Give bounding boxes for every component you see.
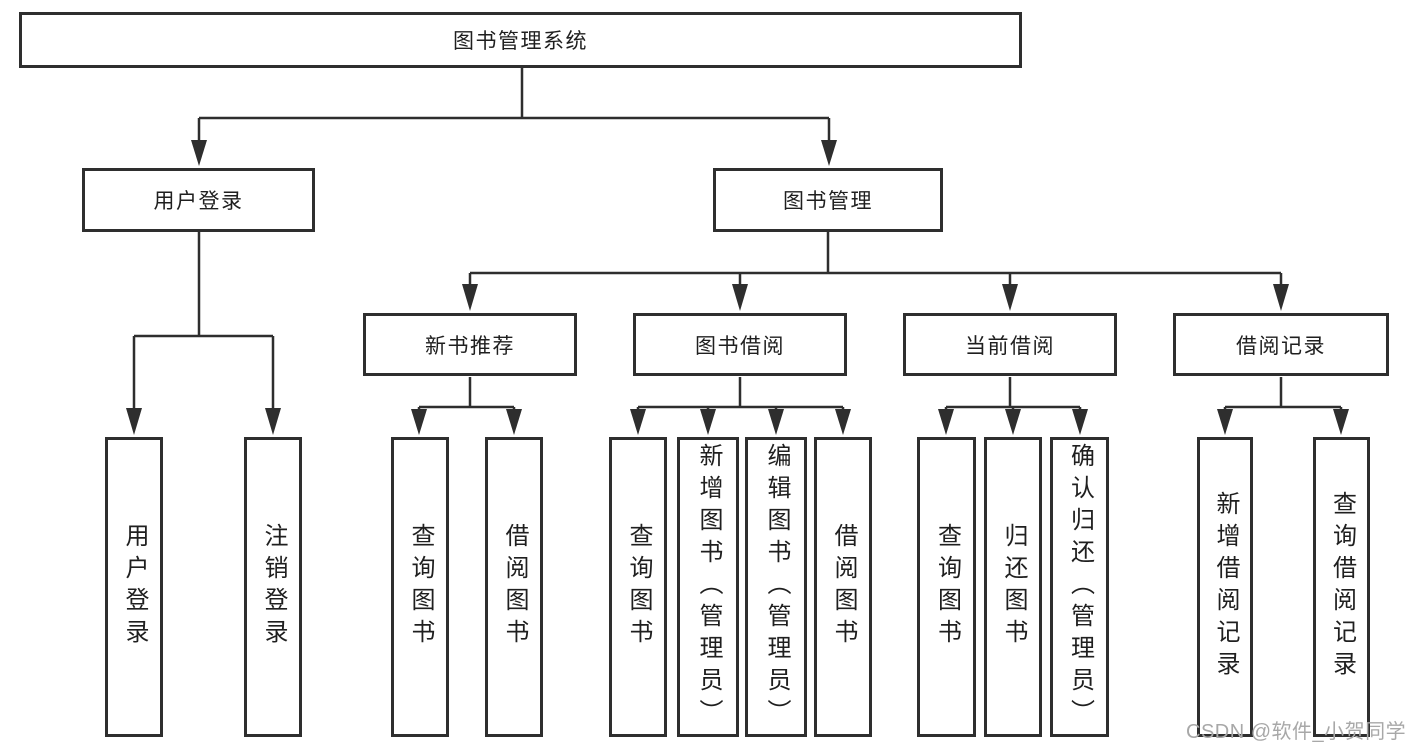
leaf-query-borrow-record: 查询借阅记录 xyxy=(1313,437,1370,737)
module-borrowing-records: 借阅记录 xyxy=(1173,313,1389,376)
leaf-edit-book-admin: 编辑图书（管理员） xyxy=(745,437,807,737)
leaf-add-borrow-record: 新增借阅记录 xyxy=(1197,437,1253,737)
csdn-watermark: CSDN @软件_小贺同学 xyxy=(1186,721,1405,743)
connector-new-book-recommendation-to-leaves xyxy=(411,377,522,435)
connector-book-management-to-modules xyxy=(462,232,1289,311)
leaf-borrow-books-recommend: 借阅图书 xyxy=(485,437,543,737)
leaf-user-login: 用户登录 xyxy=(105,437,163,737)
branch-user-login: 用户登录 xyxy=(82,168,315,232)
module-new-book-recommendation: 新书推荐 xyxy=(363,313,577,376)
leaf-query-books-borrowing: 查询图书 xyxy=(609,437,667,737)
connector-book-borrowing-to-leaves xyxy=(630,377,851,435)
leaf-query-books-current: 查询图书 xyxy=(917,437,976,737)
leaf-logout: 注销登录 xyxy=(244,437,302,737)
connector-current-borrowing-to-leaves xyxy=(938,377,1088,435)
branch-book-management: 图书管理 xyxy=(713,168,943,232)
connector-root-to-level2 xyxy=(191,68,837,166)
node-root: 图书管理系统 xyxy=(19,12,1022,68)
connector-borrowing-records-to-leaves xyxy=(1217,377,1349,435)
leaf-confirm-return-admin: 确认归还（管理员） xyxy=(1050,437,1109,737)
leaf-query-books-recommend: 查询图书 xyxy=(391,437,449,737)
connector-user-login-to-leaves xyxy=(126,232,281,435)
leaf-return-book: 归还图书 xyxy=(984,437,1042,737)
leaf-add-book-admin: 新增图书（管理员） xyxy=(677,437,739,737)
leaf-borrow-books-borrowing: 借阅图书 xyxy=(814,437,872,737)
module-book-borrowing: 图书借阅 xyxy=(633,313,847,376)
module-current-borrowing: 当前借阅 xyxy=(903,313,1117,376)
